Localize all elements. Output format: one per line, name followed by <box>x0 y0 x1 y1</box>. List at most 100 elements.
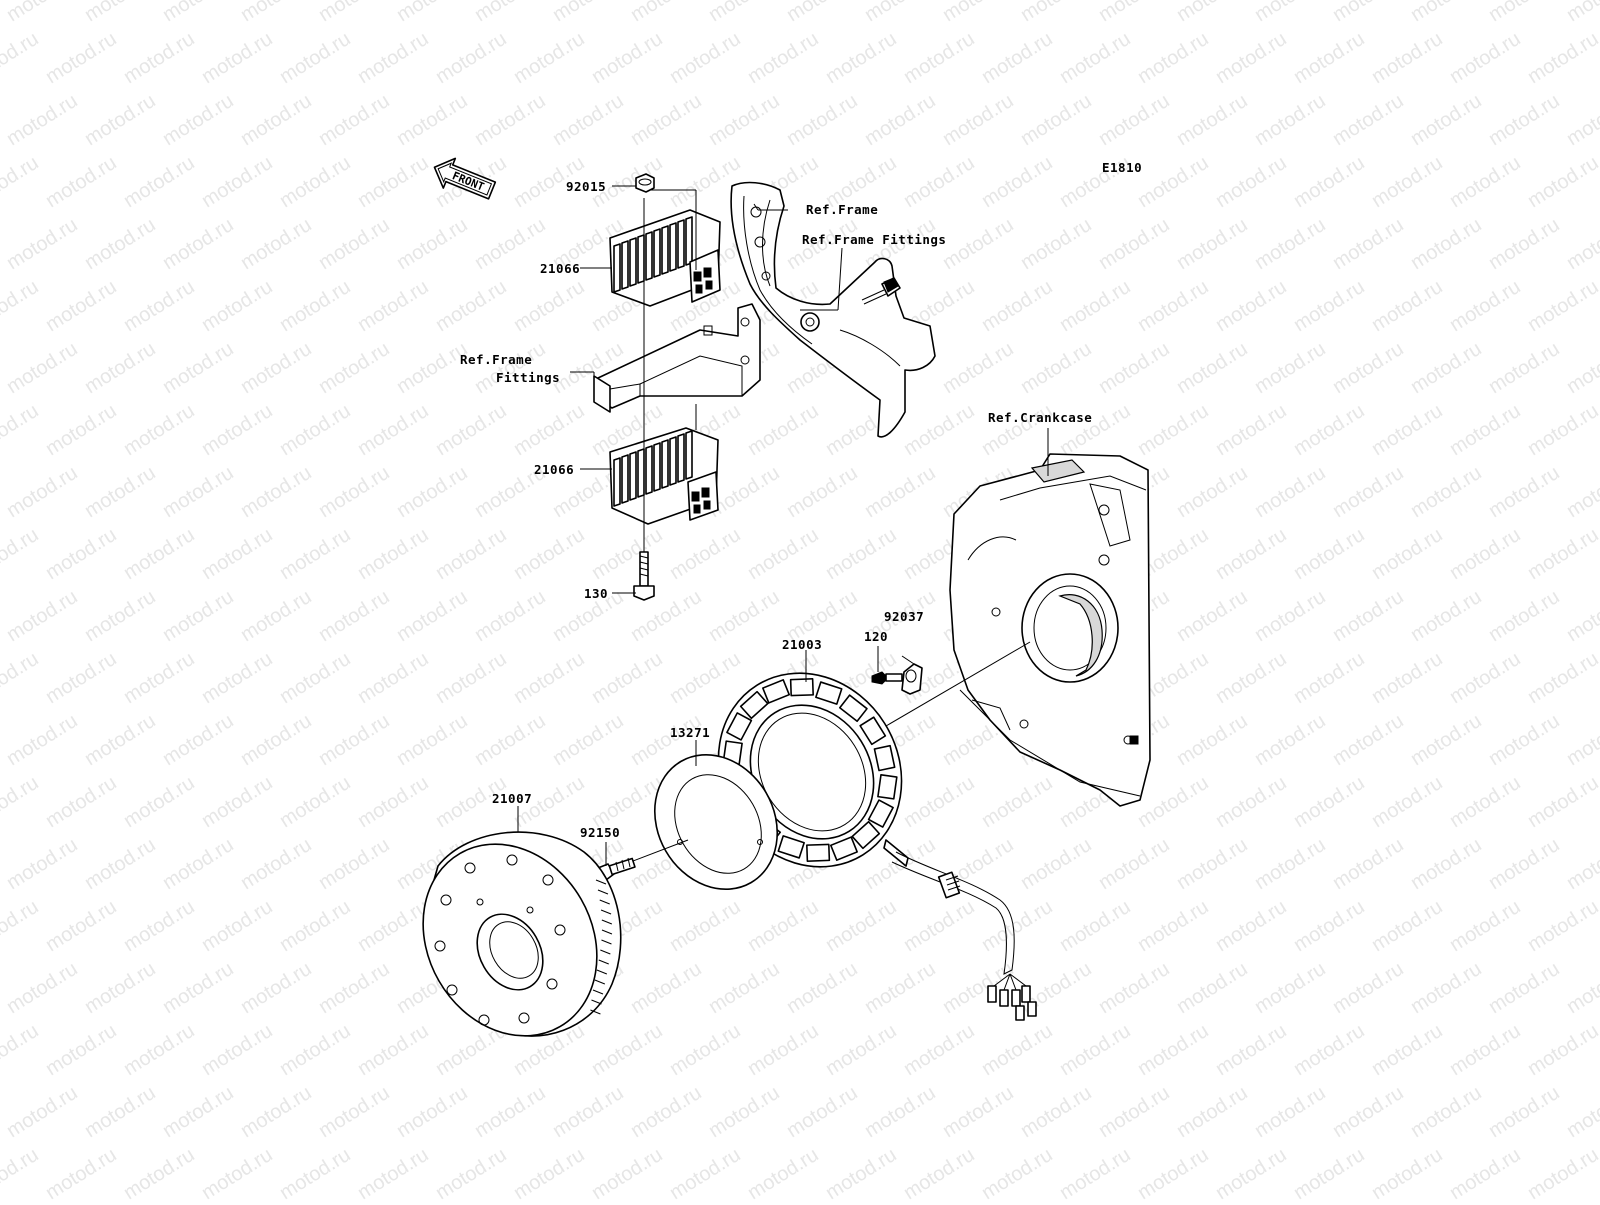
watermark-text: motod.ru <box>1446 152 1525 212</box>
watermark-text: motod.ru <box>510 28 589 88</box>
label-120: 120 <box>864 629 888 644</box>
watermark-text: motod.ru <box>276 772 355 832</box>
watermark-text: motod.ru <box>1329 834 1408 894</box>
watermark-text: motod.ru <box>120 896 199 956</box>
watermark-text: motod.ru <box>393 462 472 522</box>
watermark-text: motod.ru <box>1368 648 1447 708</box>
watermark-text: motod.ru <box>3 338 82 398</box>
watermark-text: motod.ru <box>1524 1144 1600 1200</box>
label-92037: 92037 <box>884 609 924 624</box>
watermark-text: motod.ru <box>1290 1144 1369 1200</box>
heatsink-fin <box>637 448 645 498</box>
watermark-text: motod.ru <box>1368 400 1447 460</box>
watermark-text: motod.ru <box>939 1082 1018 1142</box>
watermark-text: motod.ru <box>315 214 394 274</box>
watermark-text: motod.ru <box>42 524 121 584</box>
watermark-text: motod.ru <box>1485 90 1564 150</box>
watermark-text: motod.ru <box>549 710 628 770</box>
watermark-text: motod.ru <box>1524 152 1600 212</box>
watermark-text: motod.ru <box>1134 1020 1213 1080</box>
watermark-text: motod.ru <box>822 1020 901 1080</box>
lower-fins <box>613 430 693 507</box>
watermark-text: motod.ru <box>939 0 1018 26</box>
rotor-magnet-edge <box>600 949 611 955</box>
watermark-text: motod.ru <box>3 214 82 274</box>
watermark-text: motod.ru <box>705 90 784 150</box>
watermark-text: motod.ru <box>1173 834 1252 894</box>
upper-fins <box>613 216 693 293</box>
watermark-text: motod.ru <box>1134 896 1213 956</box>
watermark-text: motod.ru <box>1407 90 1486 150</box>
watermark-text: motod.ru <box>198 648 277 708</box>
rotor-hole <box>464 862 476 874</box>
watermark-text: motod.ru <box>159 462 238 522</box>
watermark-text: motod.ru <box>1446 648 1525 708</box>
watermark-text: motod.ru <box>1446 400 1525 460</box>
watermark-text: motod.ru <box>1095 214 1174 274</box>
watermark-text: motod.ru <box>393 710 472 770</box>
watermark-text: motod.ru <box>198 524 277 584</box>
rotor-hole <box>440 894 452 906</box>
watermark-text: motod.ru <box>1329 0 1408 26</box>
watermark-text: motod.ru <box>3 958 82 1018</box>
watermark-text: motod.ru <box>666 1020 745 1080</box>
watermark-text: motod.ru <box>237 710 316 770</box>
watermark-text: motod.ru <box>705 586 784 646</box>
label-21003: 21003 <box>782 637 822 652</box>
watermark-text: motod.ru <box>1407 214 1486 274</box>
watermark-text: motod.ru <box>744 896 823 956</box>
rotor-magnet-edge <box>591 999 602 1005</box>
watermark-text: motod.ru <box>198 896 277 956</box>
watermark-text: motod.ru <box>354 276 433 336</box>
watermark-text: motod.ru <box>1212 1144 1291 1200</box>
watermark-text: motod.ru <box>1212 1020 1291 1080</box>
watermark-text: motod.ru <box>3 1082 82 1142</box>
rotor-hole <box>518 1012 530 1024</box>
watermark-text: motod.ru <box>1251 462 1330 522</box>
label-130: 130 <box>584 586 608 601</box>
watermark-text: motod.ru <box>393 0 472 26</box>
watermark-text: motod.ru <box>1017 338 1096 398</box>
watermark-text: motod.ru <box>276 152 355 212</box>
watermark-text: motod.ru <box>666 1144 745 1200</box>
watermark-text: motod.ru <box>81 834 160 894</box>
watermark-text: motod.ru <box>1485 586 1564 646</box>
ref-frame-fittings-right-label: Ref.Frame Fittings <box>802 232 946 247</box>
watermark-text: motod.ru <box>510 276 589 336</box>
watermark-text: motod.ru <box>1251 90 1330 150</box>
watermark-text: motod.ru <box>1485 0 1564 26</box>
watermark-text: motod.ru <box>627 90 706 150</box>
watermark-text: motod.ru <box>0 1144 42 1200</box>
watermark-text: motod.ru <box>783 462 862 522</box>
watermark-text: motod.ru <box>1563 214 1600 274</box>
watermark-text: motod.ru <box>1524 648 1600 708</box>
watermark-text: motod.ru <box>0 276 42 336</box>
watermark-text: motod.ru <box>939 90 1018 150</box>
watermark-text: motod.ru <box>978 28 1057 88</box>
watermark-text: motod.ru <box>198 276 277 336</box>
watermark-text: motod.ru <box>120 648 199 708</box>
watermark-text: motod.ru <box>1251 834 1330 894</box>
watermark-text: motod.ru <box>861 1082 940 1142</box>
watermark-text: motod.ru <box>1446 772 1525 832</box>
watermark-text: motod.ru <box>705 1082 784 1142</box>
watermark-text: motod.ru <box>1329 958 1408 1018</box>
watermark-text: motod.ru <box>1290 1020 1369 1080</box>
ref-crankcase-label: Ref.Crankcase <box>988 410 1092 425</box>
stator-coil <box>762 679 791 704</box>
watermark-text: motod.ru <box>978 400 1057 460</box>
watermark-text: motod.ru <box>0 0 3 26</box>
watermark-text: motod.ru <box>393 586 472 646</box>
watermark-text: motod.ru <box>1212 524 1291 584</box>
watermark-text: motod.ru <box>471 0 550 26</box>
ref-frame-fittings-left-line2: Fittings <box>496 370 560 385</box>
watermark-text: motod.ru <box>159 0 238 26</box>
watermark-text: motod.ru <box>744 1020 823 1080</box>
rotor-hole <box>478 1014 490 1026</box>
watermark-text: motod.ru <box>1368 152 1447 212</box>
watermark-text: motod.ru <box>822 1144 901 1200</box>
regulator-bracket <box>593 266 761 413</box>
watermark-text: motod.ru <box>822 28 901 88</box>
watermark-text: motod.ru <box>159 834 238 894</box>
heatsink-fin <box>645 445 653 495</box>
